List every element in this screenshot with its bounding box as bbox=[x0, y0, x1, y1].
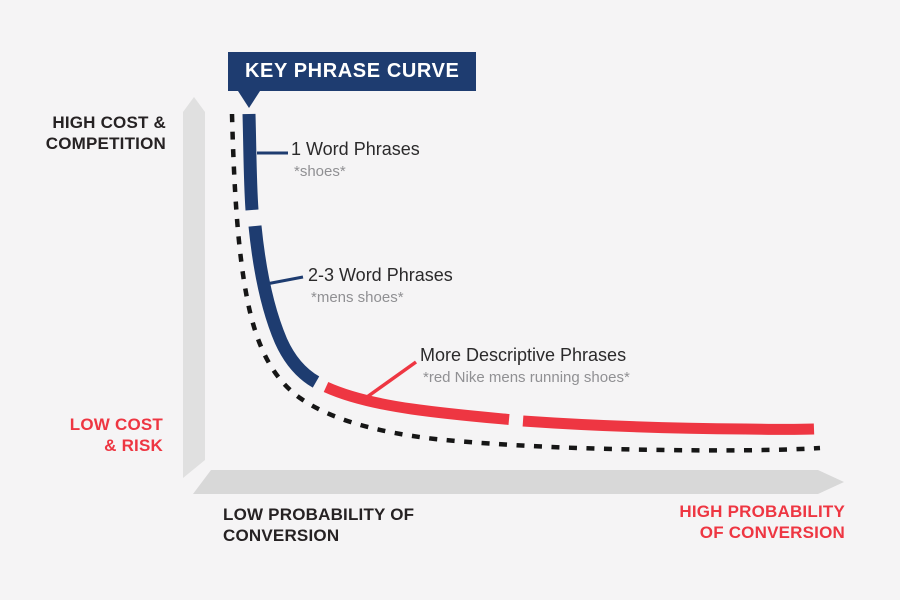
annotation-example: *shoes* bbox=[294, 163, 346, 180]
annotation-2-3-word-phrases: 2-3 Word Phrases *mens shoes* bbox=[308, 265, 453, 306]
curve-segment-red-left bbox=[323, 381, 510, 425]
curve-segment-navy-top bbox=[242, 113, 259, 211]
curve-segment-red-right bbox=[522, 415, 815, 435]
curve-segment-navy-middle bbox=[248, 225, 320, 388]
x-axis-bar bbox=[193, 470, 844, 494]
annotation-label: 1 Word Phrases bbox=[291, 139, 420, 159]
y-axis-bottom-label: LOW COST & RISK bbox=[69, 415, 163, 455]
annotation-label: 2-3 Word Phrases bbox=[308, 265, 453, 285]
y-axis-bar bbox=[183, 97, 205, 478]
connector-2-3-word-phrases bbox=[260, 275, 304, 287]
title-box: KEY PHRASE CURVE bbox=[228, 52, 477, 108]
title-pointer bbox=[238, 91, 260, 108]
annotation-label: More Descriptive Phrases bbox=[420, 345, 627, 365]
diagram-title: KEY PHRASE CURVE bbox=[245, 60, 460, 82]
y-axis-top-label: HIGH COST & COMPETITION bbox=[45, 113, 166, 153]
annotation-1-word-phrases: 1 Word Phrases *shoes* bbox=[291, 139, 420, 180]
annotation-example: *mens shoes* bbox=[311, 289, 404, 306]
annotation-example: *red Nike mens running shoes* bbox=[423, 369, 630, 386]
x-axis-right-label: HIGH PROBABILITY OF CONVERSION bbox=[679, 502, 845, 542]
x-axis-left-label: LOW PROBABILITY OF CONVERSION bbox=[223, 505, 415, 545]
dotted-reference-curve bbox=[229, 113, 821, 453]
annotation-more-descriptive-phrases: More Descriptive Phrases *red Nike mens … bbox=[420, 345, 630, 386]
connector-more-descriptive bbox=[365, 360, 418, 399]
